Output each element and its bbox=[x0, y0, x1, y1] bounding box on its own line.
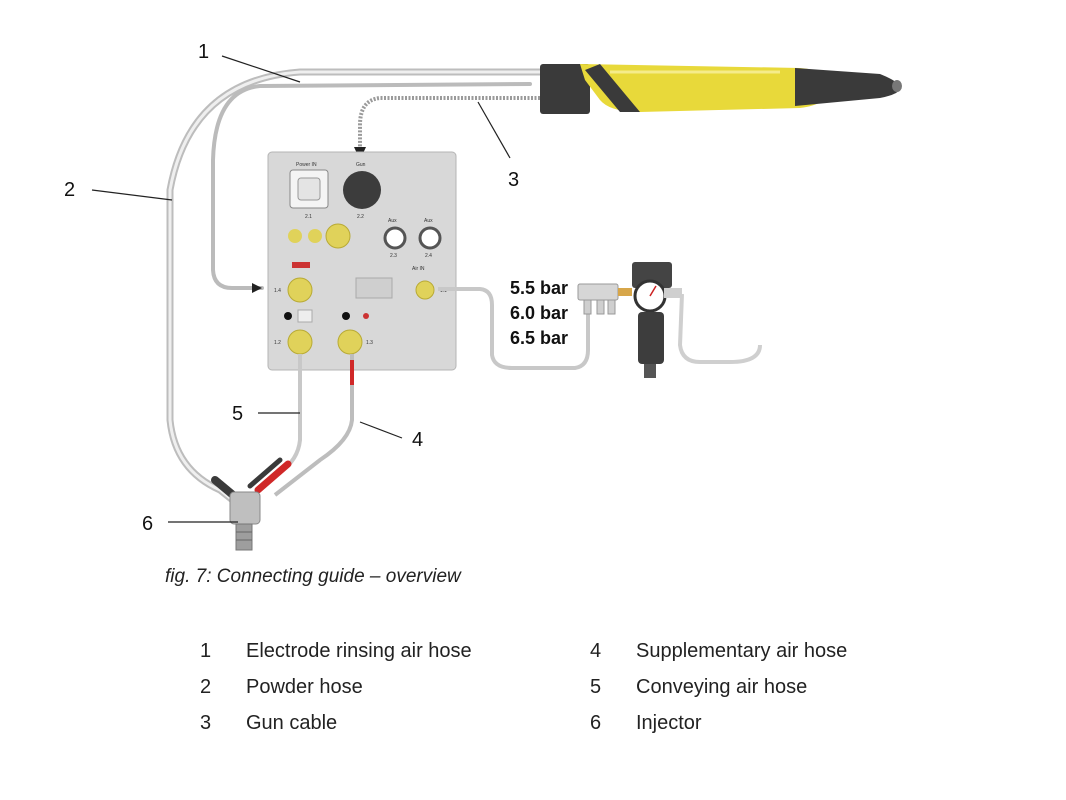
callout-6: 6 bbox=[142, 513, 153, 535]
callout-4: 4 bbox=[412, 429, 423, 451]
panel-label-2-2: 2.2 bbox=[357, 214, 364, 220]
panel-label-air-in: Air IN bbox=[412, 266, 425, 272]
pressure-label-6-0: 6.0 bar bbox=[510, 303, 568, 323]
figure-caption: fig. 7: Connecting guide – overview bbox=[165, 566, 461, 587]
legend-column-right: 4 Supplementary air hose 5 Conveying air h… bbox=[590, 640, 847, 748]
legend-number: 2 bbox=[200, 676, 212, 698]
legend-item: 3 Gun cable bbox=[200, 712, 472, 748]
control-panel: Power IN Gun 2.1 2.2 Aux Aux 2.3 2.4 1.4… bbox=[267, 151, 457, 371]
pressure-label-6-5: 6.5 bar bbox=[510, 328, 568, 348]
panel-label-aux-2: Aux bbox=[424, 218, 433, 224]
regulator-outlet-hose bbox=[677, 293, 762, 364]
gun-cable bbox=[358, 96, 540, 150]
legend-number: 3 bbox=[200, 712, 212, 734]
legend-label: Gun cable bbox=[246, 712, 338, 734]
arrow-icon bbox=[252, 283, 262, 293]
callout-5: 5 bbox=[232, 403, 243, 425]
panel-label-1-3: 1.3 bbox=[366, 340, 373, 346]
legend-item: 2 Powder hose bbox=[200, 676, 472, 712]
legend-number: 4 bbox=[590, 640, 602, 662]
air-supply-hose bbox=[438, 287, 590, 370]
callout-1: 1 bbox=[198, 41, 209, 63]
panel-label-1-2: 1.2 bbox=[274, 340, 281, 346]
manifold bbox=[577, 283, 632, 315]
legend-item: 1 Electrode rinsing air hose bbox=[200, 640, 472, 676]
legend-number: 6 bbox=[590, 712, 602, 734]
injector bbox=[211, 457, 292, 551]
legend-column-left: 1 Electrode rinsing air hose 2 Powder hose… bbox=[200, 640, 472, 748]
legend-number: 1 bbox=[200, 640, 212, 662]
panel-label-1-4: 1.4 bbox=[274, 288, 281, 294]
callout-3: 3 bbox=[508, 169, 519, 191]
legend-label: Electrode rinsing air hose bbox=[246, 640, 472, 662]
panel-label-2-3: 2.3 bbox=[390, 253, 397, 259]
filter-regulator bbox=[632, 262, 682, 378]
panel-label-power-in: Power IN bbox=[296, 162, 317, 168]
legend-label: Powder hose bbox=[246, 676, 363, 698]
panel-label-2-1: 2.1 bbox=[305, 214, 312, 220]
legend-label: Supplementary air hose bbox=[636, 640, 848, 662]
panel-label-gun: Gun bbox=[356, 162, 366, 168]
legend-item: 4 Supplementary air hose bbox=[590, 640, 847, 676]
legend-label: Injector bbox=[636, 712, 702, 734]
callout-2: 2 bbox=[64, 179, 75, 201]
supplementary-air-hose bbox=[273, 354, 354, 497]
panel-label-2-4: 2.4 bbox=[425, 253, 432, 259]
pressure-label-5-5: 5.5 bar bbox=[510, 278, 568, 298]
legend-item: 6 Injector bbox=[590, 712, 847, 748]
panel-label-aux-1: Aux bbox=[388, 218, 397, 224]
spray-gun bbox=[540, 64, 902, 114]
legend-item: 5 Conveying air hose bbox=[590, 676, 847, 712]
legend-number: 5 bbox=[590, 676, 602, 698]
connection-diagram: Power IN Gun 2.1 2.2 Aux Aux 2.3 2.4 1.4… bbox=[64, 41, 902, 551]
legend-label: Conveying air hose bbox=[636, 676, 808, 698]
electrode-rinsing-air-hose bbox=[211, 82, 532, 290]
